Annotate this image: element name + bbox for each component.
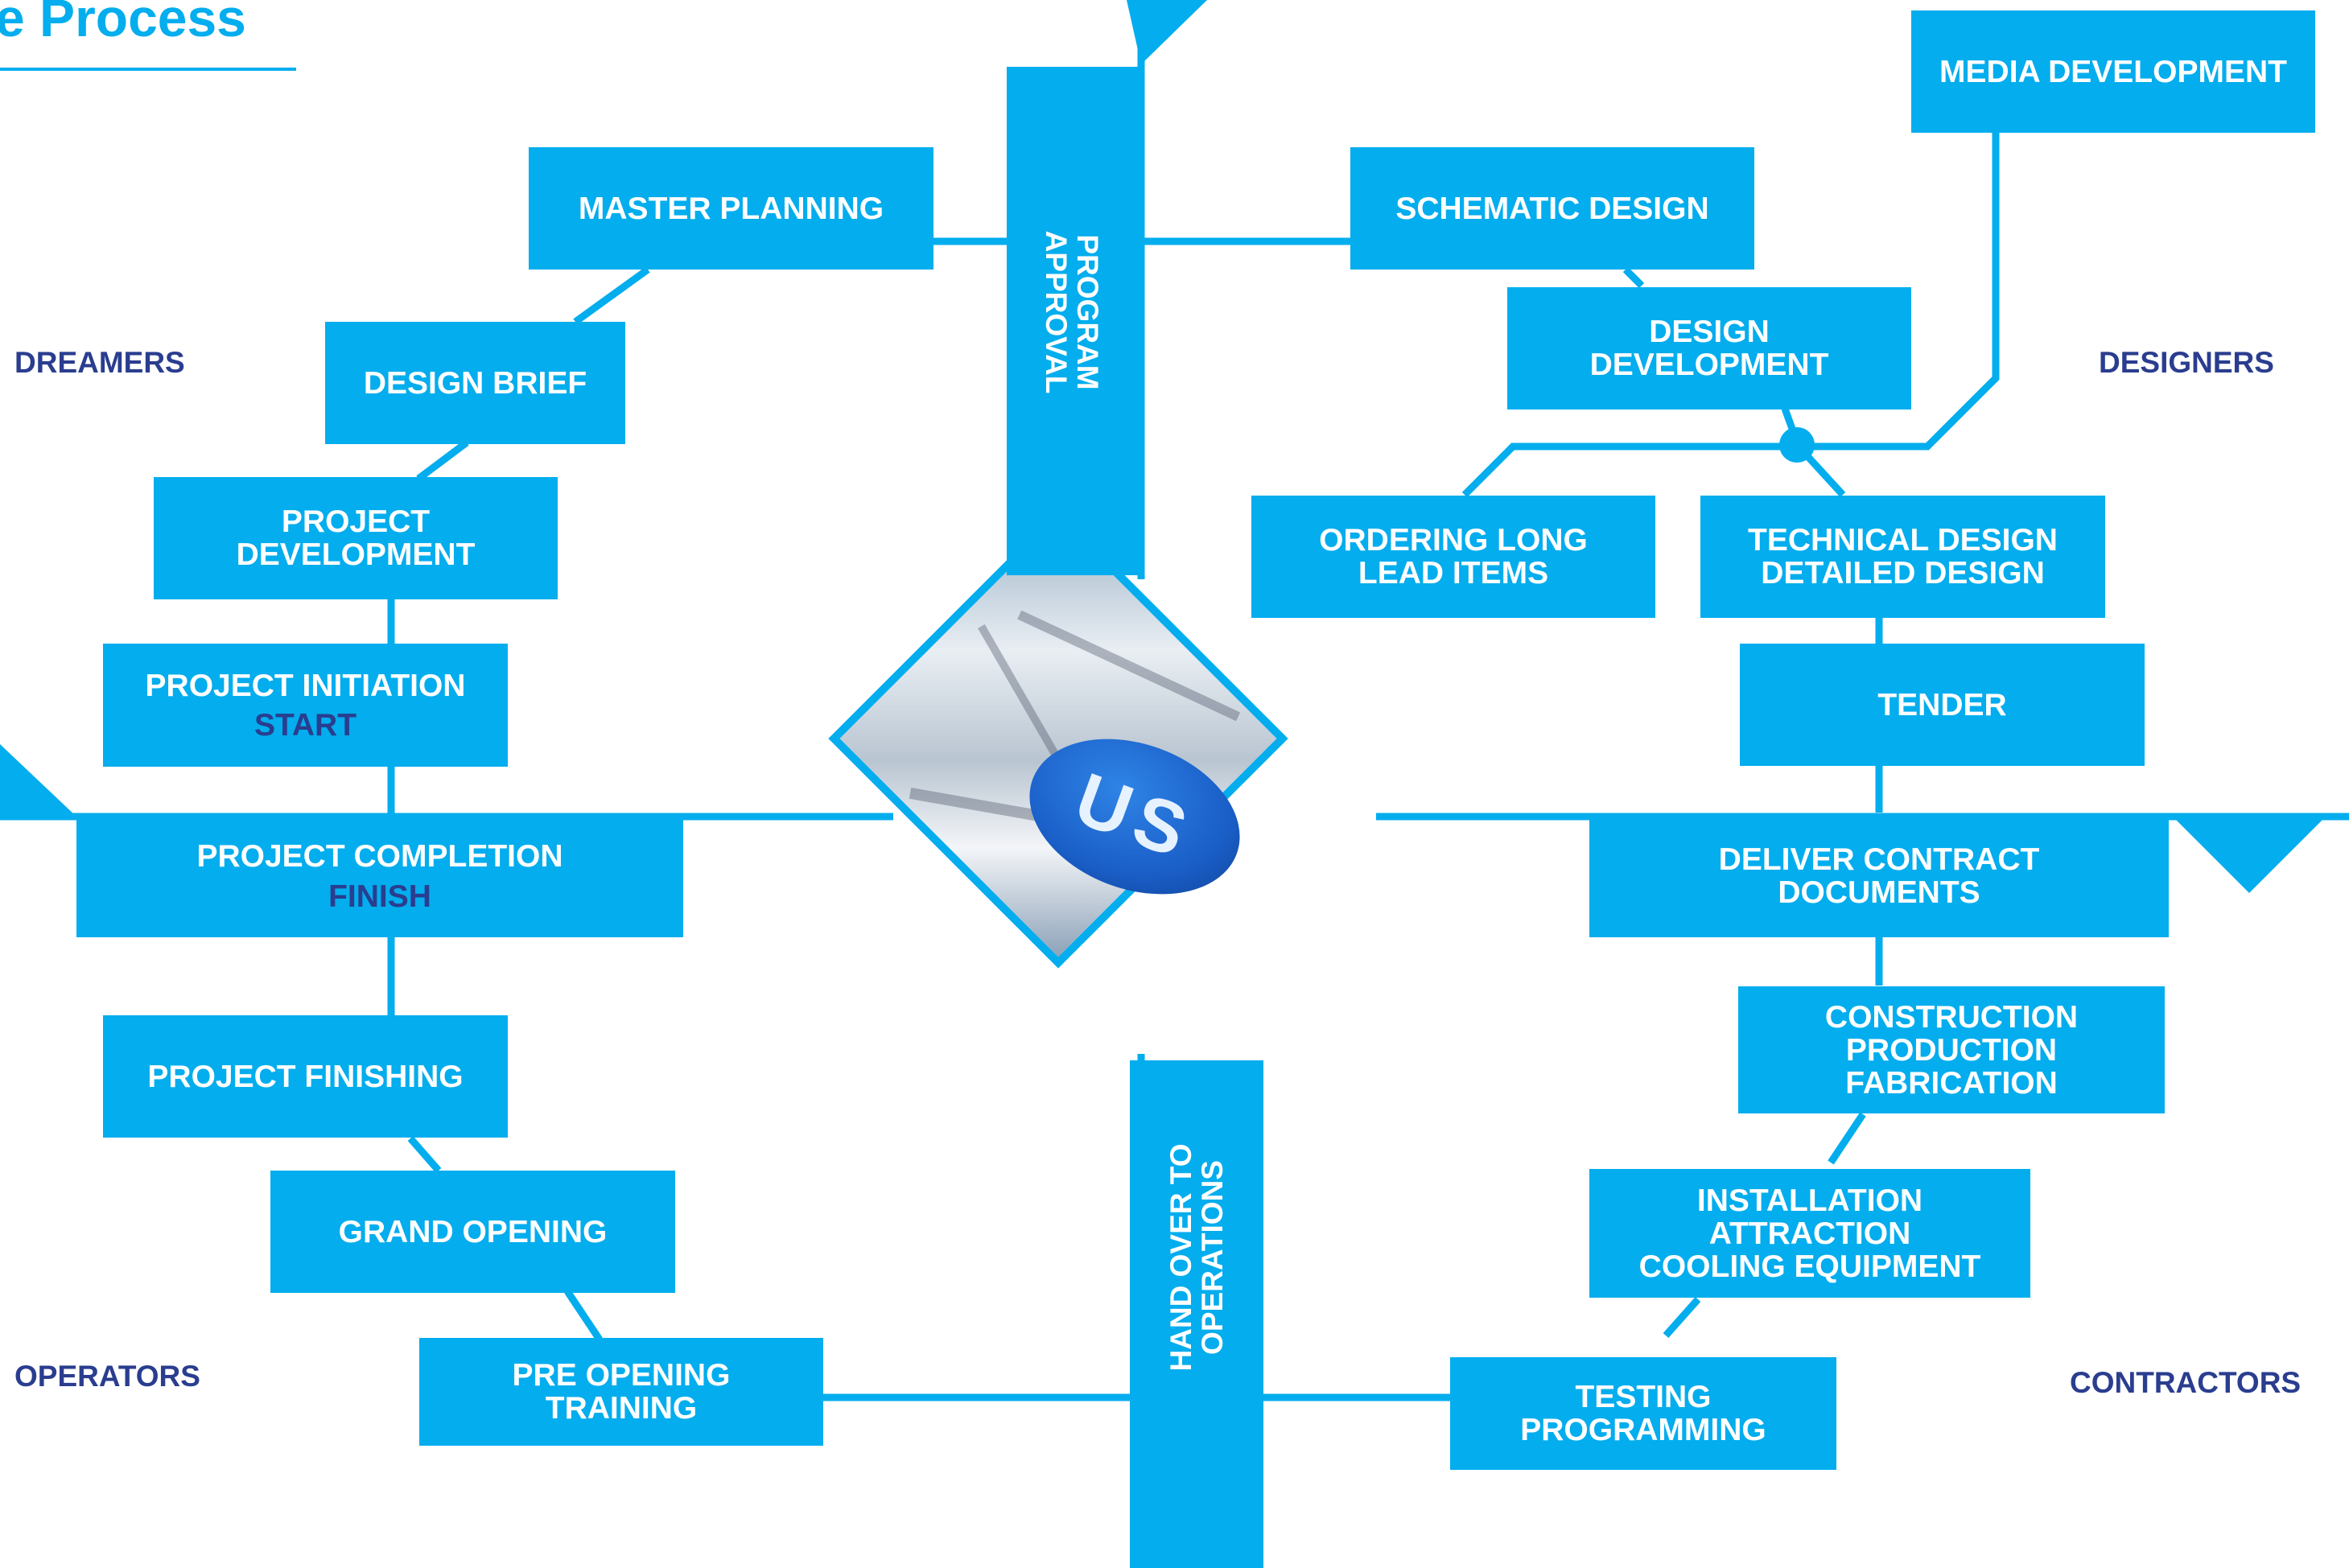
step-label: ATTRACTION (1708, 1216, 1911, 1251)
step-testing-programming: TESTING PROGRAMMING (1450, 1357, 1836, 1470)
step-construction: CONSTRUCTION PRODUCTION FABRICATION (1738, 986, 2165, 1113)
step-project-development: PROJECT DEVELOPMENT (154, 477, 558, 599)
step-label: DESIGN (1649, 315, 1770, 349)
group-label-contractors: CONTRACTORS (2070, 1366, 2302, 1399)
step-pre-opening-training: PRE OPENING TRAINING (419, 1338, 823, 1446)
step-ordering-long-lead-items: ORDERING LONG LEAD ITEMS (1251, 496, 1655, 618)
step-label: PRE OPENING (512, 1358, 731, 1393)
milestone-label-line: OPERATIONS (1196, 1160, 1229, 1355)
step-label: LEAD ITEMS (1358, 556, 1549, 591)
step-label: PROJECT (281, 504, 431, 539)
step-label: PROJECT INITIATION (145, 668, 466, 703)
step-sublabel-finish: FINISH (328, 879, 431, 914)
step-deliver-contract-documents: DELIVER CONTRACT DOCUMENTS (1589, 815, 2169, 937)
milestone-label-line: APPROVAL (1040, 230, 1073, 394)
milestone-program-approval: PROGRAM APPROVAL (1007, 67, 1138, 575)
step-label: DELIVER CONTRACT (1718, 842, 2040, 877)
page-title: e Process (0, 0, 246, 47)
milestone-hand-over: HAND OVER TO OPERATIONS (1130, 1060, 1263, 1568)
step-grand-opening: GRAND OPENING (270, 1171, 675, 1293)
step-project-completion: PROJECT COMPLETION FINISH (76, 815, 683, 937)
step-label: PRODUCTION (1845, 1032, 2058, 1068)
group-label-operators: OPERATORS (14, 1360, 200, 1393)
milestone-label-line: HAND OVER TO (1164, 1143, 1197, 1372)
step-tender: TENDER (1740, 644, 2145, 766)
step-label: SCHEMATIC DESIGN (1395, 191, 1709, 226)
step-master-planning: MASTER PLANNING (529, 147, 933, 270)
group-label-dreamers: DREAMERS (14, 346, 185, 379)
step-label: MEDIA DEVELOPMENT (1939, 54, 2287, 89)
step-label: TECHNICAL DESIGN (1748, 523, 2058, 558)
group-label-designers: DESIGNERS (2099, 346, 2274, 379)
step-schematic-design: SCHEMATIC DESIGN (1350, 147, 1754, 270)
step-label: PROGRAMMING (1520, 1413, 1766, 1447)
step-label: INSTALLATION (1696, 1183, 1923, 1218)
step-label: TRAINING (545, 1391, 698, 1426)
step-design-brief: DESIGN BRIEF (325, 322, 625, 444)
step-label: GRAND OPENING (338, 1214, 608, 1249)
title-underline (0, 68, 296, 71)
step-technical-design: TECHNICAL DESIGN DETAILED DESIGN (1700, 496, 2105, 618)
step-installation: INSTALLATION ATTRACTION COOLING EQUIPMEN… (1589, 1169, 2030, 1298)
step-label: TENDER (1877, 687, 2007, 722)
milestone-label: PROGRAM APPROVAL (1040, 191, 1104, 433)
step-sublabel-start: START (253, 707, 357, 743)
step-label: PROJECT COMPLETION (196, 838, 563, 874)
step-project-initiation: PROJECT INITIATION START (103, 644, 508, 767)
step-label: DESIGN BRIEF (363, 365, 587, 401)
step-label: DOCUMENTS (1778, 875, 1980, 910)
step-label: COOLING EQUIPMENT (1638, 1249, 1981, 1284)
step-label: TESTING (1575, 1380, 1712, 1414)
step-label: CONSTRUCTION (1824, 999, 2079, 1035)
step-project-finishing: PROJECT FINISHING (103, 1015, 508, 1138)
step-label: MASTER PLANNING (578, 191, 884, 226)
step-label: FABRICATION (1845, 1065, 2058, 1101)
step-design-development: DESIGN DEVELOPMENT (1507, 287, 1911, 409)
milestone-label: HAND OVER TO OPERATIONS (1164, 1113, 1229, 1402)
step-label: DETAILED DESIGN (1761, 556, 2045, 591)
step-label: PROJECT FINISHING (147, 1059, 464, 1094)
step-label: ORDERING LONG (1319, 523, 1588, 558)
step-label: DEVELOPMENT (236, 537, 476, 572)
step-label: DEVELOPMENT (1589, 348, 1829, 382)
milestone-label-line: PROGRAM (1071, 234, 1104, 390)
step-media-development: MEDIA DEVELOPMENT (1911, 10, 2315, 133)
